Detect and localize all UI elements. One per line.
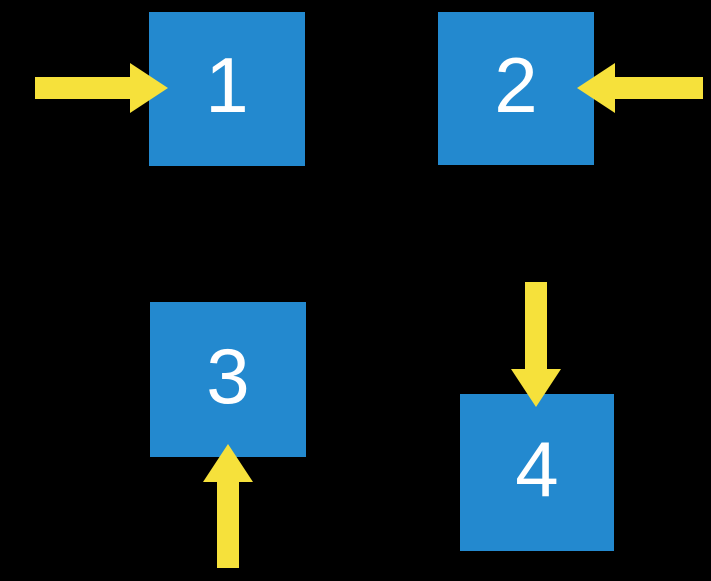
square-1: 1 [149, 12, 305, 166]
square-1-label: 1 [205, 41, 249, 129]
arrow-down-icon [511, 282, 561, 407]
arrow-up-shape [203, 444, 253, 568]
arrow-up-icon [203, 444, 253, 568]
square-3-label: 3 [206, 331, 250, 420]
arrow-left-icon [577, 63, 703, 113]
arrow-right-shape [35, 63, 168, 113]
square-4: 4 [460, 394, 614, 551]
square-2-label: 2 [494, 40, 538, 129]
square-2: 2 [438, 12, 594, 165]
arrow-right-icon [35, 63, 168, 113]
arrow-down-shape [511, 282, 561, 407]
arrow-left-shape [577, 63, 703, 113]
square-3: 3 [150, 302, 306, 457]
square-4-label: 4 [515, 424, 559, 513]
